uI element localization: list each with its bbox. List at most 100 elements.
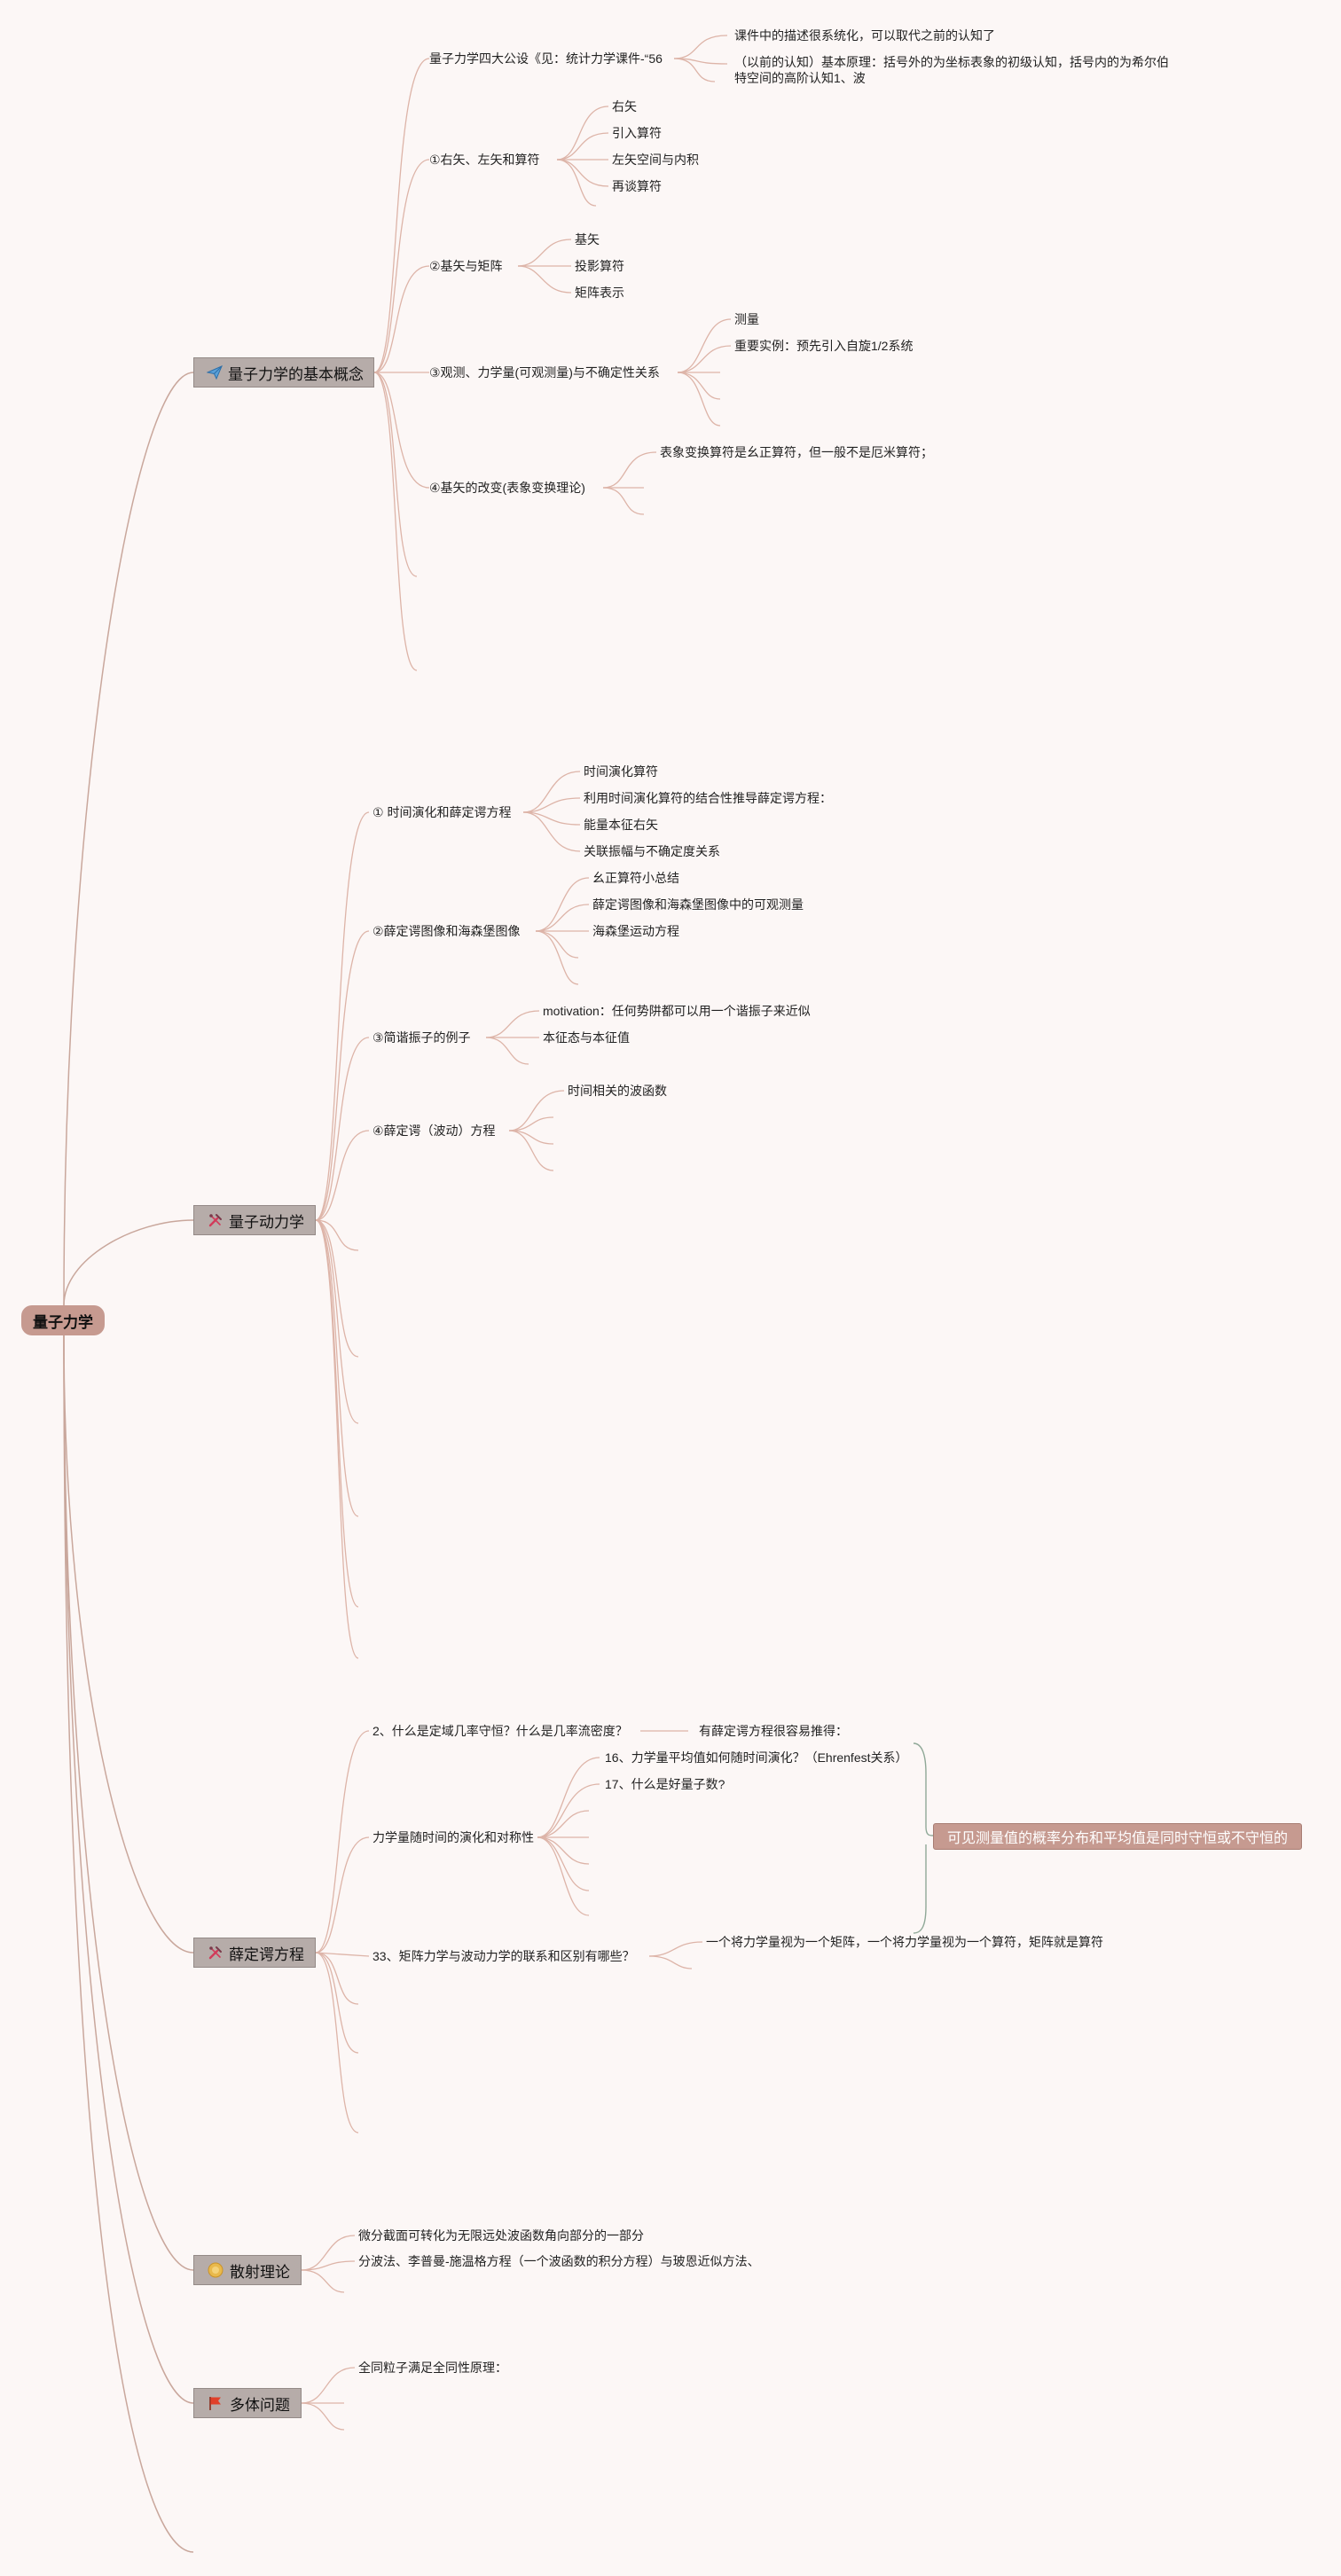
leaf-ket[interactable]: 右矢	[612, 99, 637, 114]
node-observables[interactable]: ③观测、力学量(可观测量)与不确定性关系	[429, 365, 660, 380]
node-partial-wave[interactable]: 分波法、李普曼-施温格方程（一个波函数的积分方程）与玻恩近似方法、	[358, 2254, 760, 2268]
leaf-easily-derived[interactable]: 有薛定谔方程很容易推得：	[699, 1724, 848, 1738]
leaf-unitary-summary[interactable]: 幺正算符小总结	[592, 871, 679, 885]
node-identical-particles[interactable]: 全同粒子满足全同性原理：	[358, 2361, 507, 2375]
link-b2c2-l0	[648, 1941, 703, 1957]
leaf-motivation[interactable]: motivation：任何势阱都可以用一个谐振子来近似	[543, 1004, 811, 1018]
leaf-derive-schrodinger[interactable]: 利用时间演化算符的结合性推导薛定谔方程：	[584, 791, 832, 805]
branch-basic-concepts[interactable]: 量子力学的基本概念	[193, 357, 374, 388]
leaf-matrix-rep[interactable]: 矩阵表示	[575, 286, 624, 300]
link-b0c0-l0	[673, 35, 728, 59]
node-basis-matrix[interactable]: ②基矢与矩阵	[429, 259, 503, 273]
link-b0-c4	[373, 372, 430, 489]
link-b2c1-l0	[537, 1757, 600, 1838]
node-matrix-vs-wave[interactable]: 33、矩阵力学与波动力学的联系和区别有哪些？	[372, 1949, 635, 1963]
branch-label: 量子动力学	[229, 1213, 304, 1231]
leaf-projection[interactable]: 投影算符	[575, 259, 624, 273]
link-b0c3-e2	[677, 372, 721, 400]
leaf-spin-half[interactable]: 重要实例：预先引入自旋1/2系统	[734, 339, 914, 353]
leaf-observables-pictures[interactable]: 薛定谔图像和海森堡图像中的可观测量	[592, 897, 804, 912]
link-b1-c1	[315, 930, 370, 1221]
link-b1c1-e2	[535, 930, 579, 985]
leaf-good-quantum-number[interactable]: 17、什么是好量子数?	[605, 1777, 725, 1791]
link-b2-c1	[315, 1836, 370, 1954]
root-node[interactable]: 量子力学	[21, 1305, 105, 1335]
link-b2-e1	[315, 1952, 359, 2005]
link-b1c3-l0	[508, 1090, 565, 1131]
link-b1c1-l1	[535, 904, 590, 932]
link-b0-c1	[373, 159, 430, 373]
link-b0-e1	[373, 372, 418, 577]
callout-bracket	[913, 1742, 934, 1934]
leaf-energy-eigenket[interactable]: 能量本征右矢	[584, 818, 658, 832]
flag-icon	[207, 2394, 224, 2412]
leaf-operator-again[interactable]: 再谈算符	[612, 179, 662, 193]
node-probability-conservation[interactable]: 2、什么是定域几率守恒？什么是几率流密度？	[372, 1724, 628, 1738]
node-postulates[interactable]: 量子力学四大公设《见：统计力学课件-“56	[429, 51, 663, 66]
link-b3-e1	[301, 2269, 345, 2293]
leaf-courseware[interactable]: 课件中的描述很系统化，可以取代之前的认知了	[734, 28, 995, 43]
link-root-b1	[63, 1219, 194, 1306]
link-b0c1-e	[556, 159, 597, 207]
leaf-intro-operator[interactable]: 引入算符	[612, 126, 662, 140]
leaf-time-wavefunction[interactable]: 时间相关的波函数	[568, 1084, 667, 1098]
leaf-basis[interactable]: 基矢	[575, 232, 600, 247]
node-wave-equation[interactable]: ④薛定谔（波动）方程	[372, 1124, 496, 1138]
link-b3-c0	[301, 2235, 356, 2271]
leaf-ehrenfest[interactable]: 16、力学量平均值如何随时间演化？（Ehrenfest关系）	[605, 1750, 908, 1765]
node-differential-cross-section[interactable]: 微分截面可转化为无限远处波函数角向部分的一部分	[358, 2228, 644, 2243]
link-b1-c3	[315, 1130, 370, 1221]
link-b0-c0	[373, 58, 430, 373]
node-change-of-basis[interactable]: ④基矢的改变(表象变换理论)	[429, 481, 585, 495]
link-b1c1-e1	[535, 930, 579, 959]
branch-label: 散射理论	[230, 2263, 290, 2281]
node-kets-bras[interactable]: ①右矢、左矢和算符	[429, 153, 540, 167]
link-b2c1-e4	[537, 1836, 590, 1891]
leaf-heisenberg-eq[interactable]: 海森堡运动方程	[592, 924, 679, 938]
link-b2c1-e3	[537, 1836, 590, 1865]
link-b0c3-l1	[677, 345, 732, 373]
leaf-principles[interactable]: （以前的认知）基本原理：括号外的为坐标表象的初级认知，括号内的为希尔伯特空间的高…	[734, 55, 1169, 85]
leaf-eigenstates[interactable]: 本征态与本征值	[543, 1030, 630, 1045]
link-b0c1-l1	[556, 132, 609, 161]
branch-label: 薛定谔方程	[229, 1946, 304, 1963]
leaf-correlation-amplitude[interactable]: 关联振幅与不确定度关系	[584, 844, 720, 858]
node-pictures[interactable]: ②薛定谔图像和海森堡图像	[372, 924, 521, 938]
branch-schrodinger-equation[interactable]: 薛定谔方程	[193, 1938, 316, 1968]
link-b0-e2	[373, 372, 418, 671]
leaf-bra-space[interactable]: 左矢空间与内积	[612, 153, 699, 167]
leaf-time-evolution-op[interactable]: 时间演化算符	[584, 764, 658, 779]
node-symmetry-evolution[interactable]: 力学量随时间的演化和对称性	[372, 1830, 534, 1844]
summary-callout[interactable]: 可见测量值的概率分布和平均值是同时守恒或不守恒的	[933, 1823, 1302, 1850]
link-b2-c0	[315, 1730, 370, 1954]
link-b2c1-e5	[537, 1836, 590, 1916]
branch-label: 量子力学的基本概念	[228, 365, 364, 383]
link-b1c0-l1	[522, 797, 581, 813]
link-b1c2-l0	[485, 1010, 540, 1038]
link-root-b2	[63, 1335, 194, 1954]
link-b1-e2	[315, 1219, 359, 1358]
link-b2c1-l1	[537, 1783, 600, 1838]
branch-quantum-dynamics[interactable]: 量子动力学	[193, 1205, 316, 1235]
node-time-evolution[interactable]: ① 时间演化和薛定谔方程	[372, 805, 512, 819]
branch-many-body[interactable]: 多体问题	[193, 2388, 302, 2418]
branch-scattering-theory[interactable]: 散射理论	[193, 2255, 302, 2285]
leaf-measurement[interactable]: 测量	[734, 312, 759, 326]
tools-icon	[207, 1944, 224, 1961]
link-b1c0-l3	[522, 811, 581, 852]
link-b1-e1	[315, 1219, 359, 1251]
leaf-matrix-is-operator[interactable]: 一个将力学量视为一个矩阵，一个将力学量视为一个算符，矩阵就是算符	[706, 1935, 1103, 1949]
link-b0c3-l0	[677, 318, 732, 373]
link-b1c3-e3	[508, 1130, 554, 1171]
link-b3-c1	[301, 2260, 356, 2271]
link-b1c1-l0	[535, 877, 590, 932]
link-b1c0-l0	[522, 771, 581, 813]
sun-icon	[207, 2261, 224, 2279]
link-b1-e3	[315, 1219, 359, 1424]
node-harmonic-oscillator[interactable]: ③简谐振子的例子	[372, 1030, 471, 1045]
link-b2c2-e1	[648, 1955, 693, 1969]
leaf-unitary-transform[interactable]: 表象变换算符是幺正算符，但一般不是厄米算符；	[660, 445, 933, 459]
link-b1c3-e2	[508, 1130, 554, 1145]
callout-text: 可见测量值的概率分布和平均值是同时守恒或不守恒的	[946, 1831, 1288, 1846]
